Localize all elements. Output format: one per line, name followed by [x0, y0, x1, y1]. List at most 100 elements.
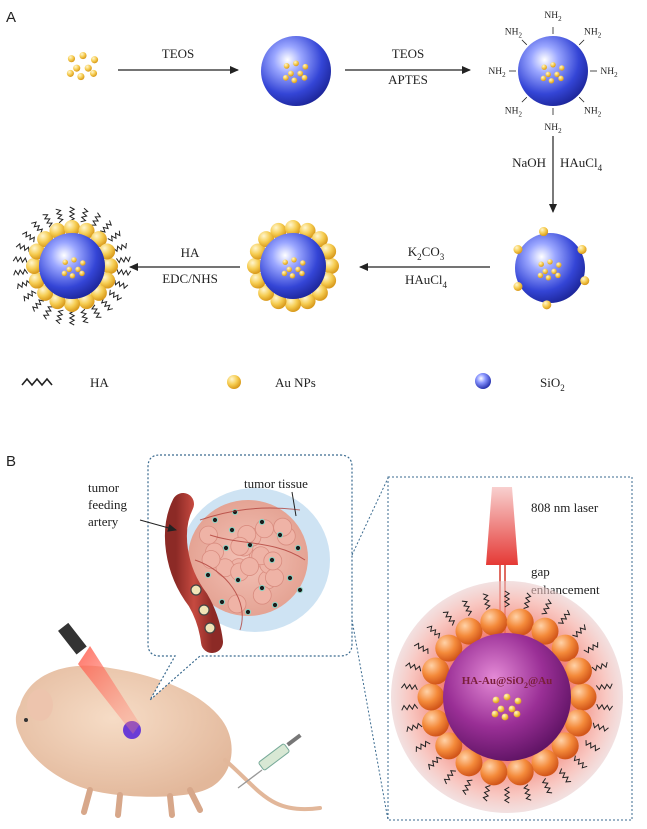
- ha-chain: [461, 600, 473, 616]
- step-3-reagent-right: HAuCl4: [560, 155, 603, 173]
- step-3-reagent-left: NaOH: [512, 155, 546, 170]
- nanoparticle-in-tumor: [286, 574, 294, 582]
- amine-bond: [578, 39, 585, 46]
- au-nanoparticle: [435, 732, 463, 760]
- ha-chain: [541, 778, 553, 794]
- artery-label-line-1: tumor: [88, 480, 120, 495]
- au-nanoparticle: [564, 657, 592, 685]
- gold-seed: [291, 257, 297, 263]
- gold-seed: [548, 78, 555, 84]
- gold-seed: [299, 270, 305, 277]
- gold-seed: [89, 69, 98, 77]
- gold-seed: [90, 56, 99, 64]
- gold-seed: [73, 64, 81, 72]
- nanoparticle-in-tumor: [204, 571, 212, 579]
- au-nanoparticle: [506, 758, 534, 786]
- gold-seed: [295, 266, 301, 273]
- ha-chain: [91, 304, 102, 318]
- tumor-cell: [199, 525, 218, 545]
- au-nanoparticle: [569, 683, 597, 711]
- gold-seed: [79, 270, 85, 277]
- au-nanoparticle: [64, 220, 80, 236]
- artery-label-line-2: feeding: [88, 497, 127, 512]
- gold-seed: [291, 77, 298, 84]
- ha-chain: [32, 299, 44, 312]
- au-nanoparticle: [64, 296, 80, 312]
- ha-chain: [23, 290, 37, 302]
- gold-seed: [66, 69, 74, 77]
- ha-chain: [42, 214, 53, 228]
- ha-legend-icon: [21, 377, 53, 387]
- legend-sio2-label: SiO2: [540, 375, 565, 393]
- au-nanoparticle: [480, 608, 508, 636]
- ha-chain: [428, 756, 442, 770]
- tumor-cell: [240, 557, 259, 576]
- au-nanoparticle: [26, 258, 42, 274]
- gold-seed: [80, 260, 86, 266]
- ha-coated-particle: [12, 206, 132, 326]
- panel-b-label: B: [6, 453, 16, 470]
- amine-functionalized-particle: [518, 36, 588, 106]
- tumor-cell: [201, 550, 221, 569]
- sparse-au-seeded-particle: [513, 227, 590, 310]
- gold-seed: [542, 268, 548, 275]
- ha-chain: [591, 662, 608, 672]
- step-5-reagent-top: HA: [181, 245, 200, 260]
- nanoparticle-in-vessel: [198, 604, 210, 616]
- au-nanoparticle: [285, 220, 301, 236]
- nanoparticle-in-tumor: [258, 584, 266, 592]
- au-np-legend-icon: [227, 375, 241, 389]
- ha-chain: [31, 221, 44, 234]
- gold-seed: [492, 696, 500, 704]
- ha-chain: [558, 768, 572, 783]
- ha-chain: [109, 289, 123, 301]
- ha-chain: [592, 722, 609, 732]
- au-nanoparticle: [513, 245, 523, 254]
- ha-chain: [15, 242, 30, 253]
- gold-seed: [71, 257, 77, 263]
- amine-label: NH2: [600, 67, 618, 79]
- mouse-tail: [223, 758, 322, 812]
- gold-seed: [556, 262, 562, 268]
- gold-seed: [281, 270, 288, 277]
- ha-chain: [112, 242, 127, 253]
- gold-seed: [288, 70, 294, 77]
- ha-chain: [523, 784, 532, 801]
- gold-seed: [302, 63, 309, 70]
- au-nanoparticle: [435, 634, 463, 662]
- particle-core-label: HA-Au@SiO2@Au: [462, 675, 552, 690]
- gold-seed: [69, 273, 76, 279]
- gold-seed: [84, 64, 92, 72]
- gold-seed: [538, 261, 544, 267]
- ha-chain: [115, 256, 131, 264]
- artery-pointer: [139, 519, 177, 532]
- au-nanoparticle: [422, 709, 450, 737]
- ha-chain: [55, 208, 64, 224]
- ha-chain: [541, 599, 552, 615]
- gold-seed: [61, 270, 68, 277]
- ha-chain: [503, 786, 511, 804]
- mouse-ear: [27, 689, 53, 721]
- ha-chain: [114, 279, 129, 290]
- gold-seed: [547, 259, 553, 265]
- nanoparticle-in-tumor: [244, 608, 252, 616]
- amine-bond: [521, 96, 528, 103]
- tumor-tissue-label: tumor tissue: [244, 476, 308, 491]
- tumor-callout-bubble: [147, 454, 353, 701]
- step-2-reagent-top: TEOS: [392, 46, 425, 61]
- nanoparticle-in-tumor: [268, 556, 276, 564]
- gold-seed: [77, 72, 85, 81]
- nanoparticle-in-vessel: [204, 622, 216, 634]
- gold-seed: [508, 705, 516, 713]
- ha-chain: [558, 609, 571, 624]
- ha-chain: [595, 683, 613, 691]
- legend-ha-label: HA: [90, 375, 109, 390]
- nanoparticle-in-tumor: [276, 531, 284, 539]
- step-1-reagent: TEOS: [162, 46, 195, 61]
- gold-seed: [545, 71, 551, 78]
- ha-chain: [17, 279, 32, 290]
- tumor-cell: [265, 568, 284, 588]
- step-4-reagent-bottom: HAuCl4: [405, 272, 448, 290]
- ha-chain: [80, 207, 89, 223]
